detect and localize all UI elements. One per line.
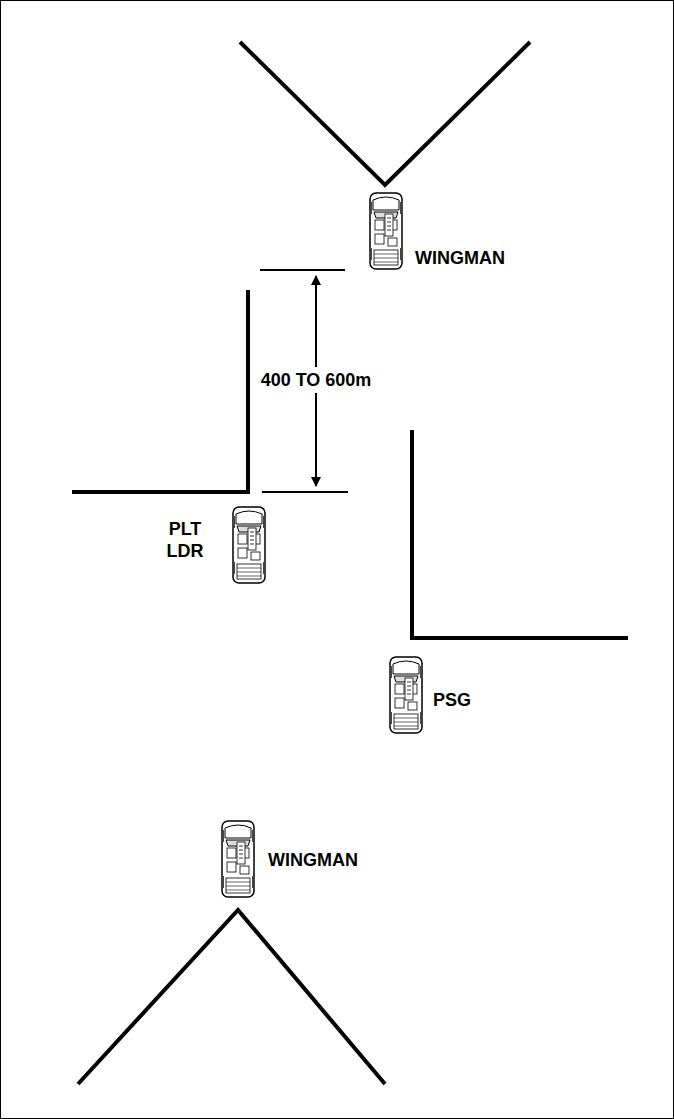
sector-of-fire — [78, 910, 385, 1084]
vehicle-label: PLT LDR — [160, 518, 210, 562]
dimension-tick — [260, 269, 345, 271]
vehicle-label: WINGMAN — [268, 849, 358, 871]
vehicle-icon — [388, 657, 424, 733]
vehicle-icon — [231, 507, 267, 583]
dimension-label: 400 TO 600m — [258, 367, 375, 393]
vehicle-label: WINGMAN — [415, 247, 505, 269]
sector-of-fire — [412, 430, 628, 638]
sector-of-fire — [72, 290, 248, 492]
dimension-tick — [262, 491, 348, 493]
vehicle-label: PSG — [433, 689, 471, 711]
vehicle-icon — [220, 821, 256, 897]
vehicle-icon — [368, 193, 404, 269]
sector-of-fire — [240, 42, 530, 185]
